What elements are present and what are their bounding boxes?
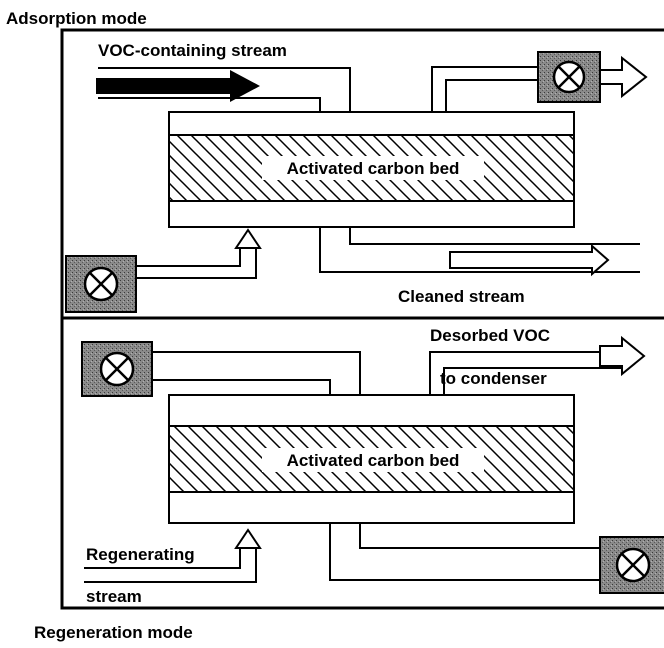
regen-inlet-pipe-inner — [84, 545, 257, 583]
regen-inlet-label-2: stream — [86, 587, 142, 606]
valve-icon — [65, 255, 137, 313]
adsorption-inlet-label: VOC-containing stream — [98, 41, 287, 60]
flow-arrow-icon — [234, 228, 262, 249]
regen-top-pipe — [152, 351, 361, 395]
regen-inlet-pipe — [84, 545, 241, 569]
regen-outlet-label-1: Desorbed VOC — [430, 326, 550, 345]
regen-carbon-bed — [168, 425, 575, 493]
adsorption-bottom-pipe — [136, 248, 241, 267]
adsorption-bed-label: Activated carbon bed — [287, 159, 460, 178]
flow-arrow-icon — [599, 335, 646, 377]
adsorption-vent-pipe-inner — [445, 79, 540, 112]
regen-outlet-pipe — [429, 351, 622, 395]
valve-icon — [81, 341, 153, 397]
regen-outlet-label-2: to condenser — [440, 369, 547, 388]
flow-arrow-icon — [96, 70, 260, 102]
regen-outlet-pipe-inner — [443, 367, 622, 395]
flow-arrow-icon — [234, 528, 262, 549]
regen-bottom-pipe-inner — [329, 523, 600, 581]
adsorption-mode-label: Adsorption mode — [6, 9, 147, 28]
adsorption-outlet-label: Cleaned stream — [398, 287, 525, 306]
valve-icon — [537, 51, 601, 103]
adsorption-vent-pipe — [431, 66, 540, 112]
regen-bed-label: Activated carbon bed — [287, 451, 460, 470]
flow-arrow-icon — [599, 55, 648, 99]
adsorption-bottom-pipe-inner — [136, 248, 257, 279]
valve-icon — [599, 536, 664, 594]
regen-top-pipe-inner — [152, 379, 331, 395]
regen-bottom-pipe — [359, 523, 600, 549]
regeneration-mode-label: Regeneration mode — [34, 623, 193, 642]
adsorption-clean-pipe — [319, 227, 640, 273]
adsorption-clean-pipe-inner — [349, 227, 640, 245]
flow-arrow-icon — [449, 243, 610, 277]
regen-inlet-label-1: Regenerating — [86, 545, 195, 564]
adsorption-inlet-pipe — [98, 67, 351, 112]
